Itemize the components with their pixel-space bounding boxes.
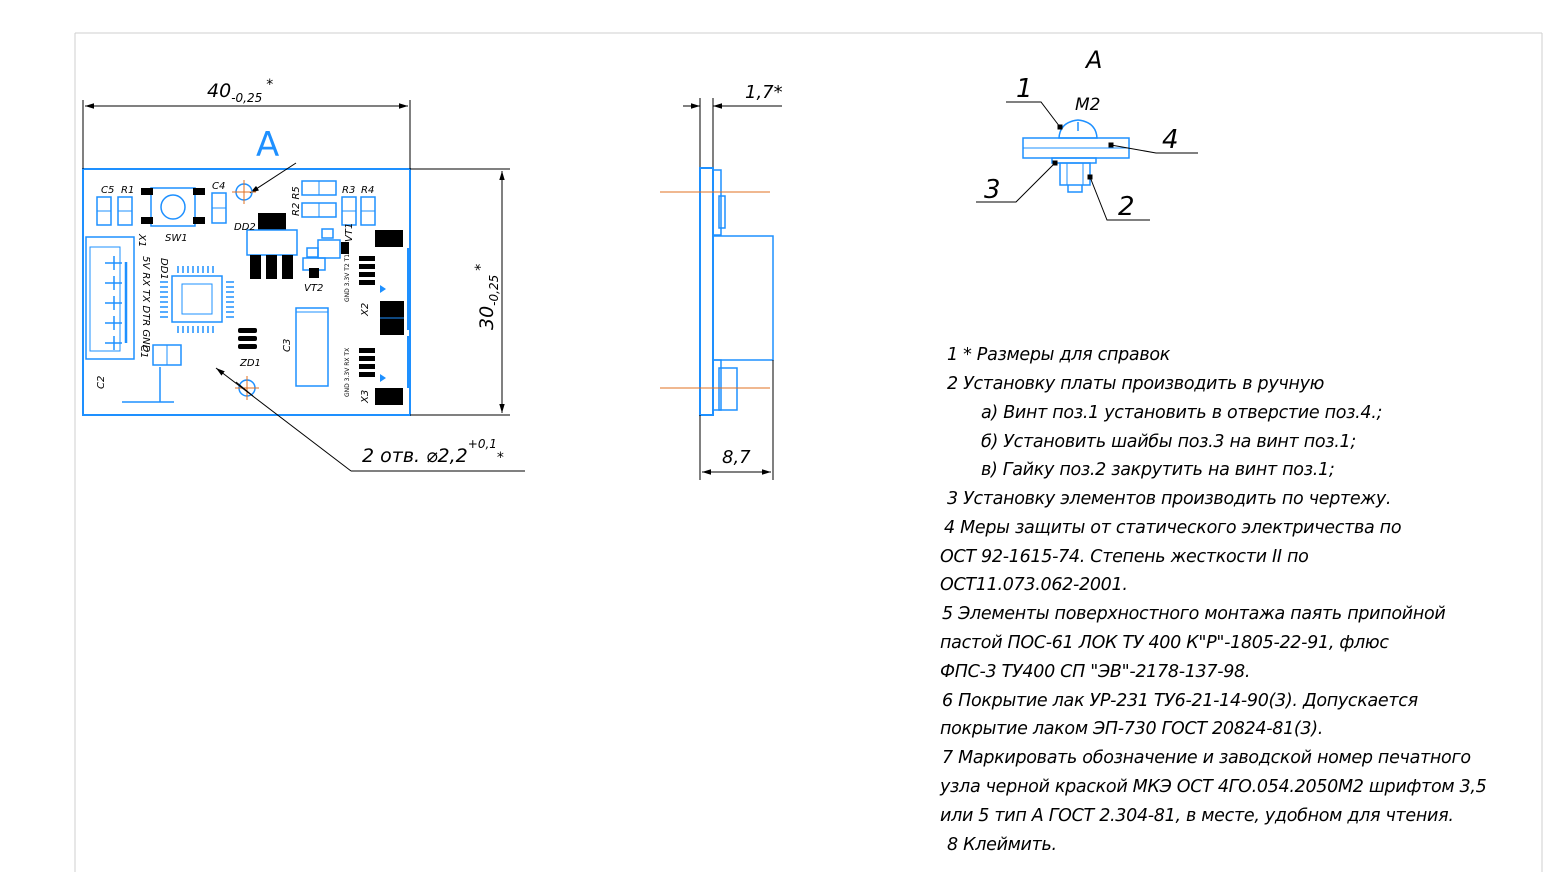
label-sw1: SW1 — [165, 233, 188, 244]
note-line: или 5 тип А ГОСТ 2.304-81, в месте, удоб… — [940, 806, 1454, 826]
note-line: а) Винт поз.1 установить в отверстие поз… — [981, 403, 1383, 423]
detail-title: A — [1084, 46, 1102, 74]
note-line: 2 Установку платы производить в ручную — [947, 374, 1325, 394]
label-dd1: DD1 — [158, 258, 169, 280]
note-line: 7 Маркировать обозначение и заводской но… — [942, 748, 1471, 768]
label-dd2: DD2 — [234, 222, 256, 233]
mounting-hole-bottom — [235, 376, 259, 400]
component-x3 — [359, 336, 409, 405]
note-line: ФПС-3 ТУ400 СП "ЭВ"-2178-137-98. — [940, 662, 1251, 682]
side-pcb — [699, 167, 714, 416]
total-height-dimension: 8,7 — [722, 447, 751, 468]
component-c3 — [295, 307, 329, 387]
component-vt1 — [359, 230, 409, 298]
label-x2-pins: GND 3.3V T2 T1 — [344, 254, 351, 302]
note-line: узла черной краской МКЭ ОСТ 4ГО.054.2050… — [940, 777, 1487, 797]
note-line: 3 Установку элементов производить по чер… — [947, 489, 1392, 509]
thread-label: M2 — [1075, 95, 1100, 115]
label-x1: X1 — [136, 233, 147, 247]
label-vt2: VT2 — [304, 283, 323, 294]
label-r1: R1 — [121, 185, 134, 196]
pcb-outline — [82, 168, 411, 416]
label-r3: R3 — [342, 185, 355, 196]
holes-leader — [215, 367, 352, 472]
leader-3 — [976, 160, 1058, 203]
position-2: 2 — [1118, 192, 1135, 222]
label-c5: C5 — [101, 185, 114, 196]
label-r4: R4 — [361, 185, 374, 196]
component-r1 — [117, 196, 133, 226]
side-view: 1,7* 8,7 — [660, 82, 783, 480]
leader-4 — [1108, 142, 1198, 154]
note-line: 1 * Размеры для справок — [947, 345, 1171, 365]
label-zd1: ZD1 — [239, 358, 261, 369]
note-line: в) Гайку поз.2 закрутить на винт поз.1; — [981, 460, 1335, 480]
label-c3: C3 — [282, 339, 293, 352]
component-c1 — [152, 344, 182, 366]
component-c5 — [96, 196, 112, 226]
label-r2-r5: R2 R5 — [291, 186, 302, 216]
nut — [1059, 162, 1091, 186]
note-line: ОСТ11.073.062-2001. — [940, 575, 1128, 595]
position-4: 4 — [1162, 125, 1179, 155]
label-c2: C2 — [96, 376, 107, 389]
note-line: покрытие лаком ЭП-730 ГОСТ 20824-81(3). — [940, 719, 1324, 739]
component-r3-r4 — [341, 196, 376, 226]
component-c2 — [122, 367, 174, 403]
label-c4: C4 — [212, 181, 225, 192]
leader-2 — [1087, 174, 1150, 221]
component-r2-r5 — [301, 180, 337, 218]
label-x2: X2 — [360, 303, 371, 317]
leader-1 — [1006, 101, 1063, 130]
label-x3-pins: GND 3.3V RX TX — [344, 348, 351, 397]
component-x2 — [380, 298, 409, 335]
view-marker-a: A — [256, 125, 279, 165]
width-dimension: 40-0,25* — [207, 77, 273, 105]
view-arrow — [249, 162, 297, 194]
component-c4 — [211, 192, 227, 224]
position-3: 3 — [984, 175, 1001, 205]
note-line: 4 Меры защиты от статического электричес… — [944, 518, 1402, 538]
component-x1 — [85, 236, 135, 360]
side-component-body — [712, 235, 774, 361]
note-line: ОСТ 92-1615-74. Степень жесткости II по — [940, 547, 1309, 567]
component-dd2 — [246, 213, 298, 279]
component-dd1 — [160, 266, 234, 333]
position-1: 1 — [1016, 74, 1033, 104]
detail-view: A M2 1 4 3 2 — [976, 46, 1198, 222]
note-line: 5 Элементы поверхностного монтажа паять … — [942, 604, 1446, 624]
label-x1-pins: 5V RX TX DTR GND — [140, 256, 151, 353]
label-vt1: VT1 — [344, 223, 355, 242]
component-sw1 — [141, 187, 205, 227]
label-c1: C1 — [138, 345, 149, 358]
plan-view: 40-0,25* A 30-0,25* 2 отв. ⌀2,2+0,1* — [82, 77, 525, 472]
note-line: 8 Клеймить. — [947, 835, 1057, 855]
height-dimension: 30-0,25* — [473, 264, 501, 330]
thickness-dimension: 1,7* — [745, 82, 783, 103]
holes-dimension: 2 отв. ⌀2,2+0,1* — [362, 437, 504, 467]
component-zd1 — [238, 328, 257, 349]
mounting-hole-top — [232, 180, 256, 204]
label-x3: X3 — [360, 390, 371, 404]
note-line: б) Установить шайбы поз.3 на винт поз.1; — [981, 432, 1356, 452]
note-line: 6 Покрытие лак УР-231 ТУ6-21-14-90(3). Д… — [942, 691, 1418, 711]
note-line: пастой ПОС-61 ЛОК ТУ 400 К"Р"-1805-22-91… — [940, 633, 1389, 653]
component-vt2 — [302, 228, 349, 278]
